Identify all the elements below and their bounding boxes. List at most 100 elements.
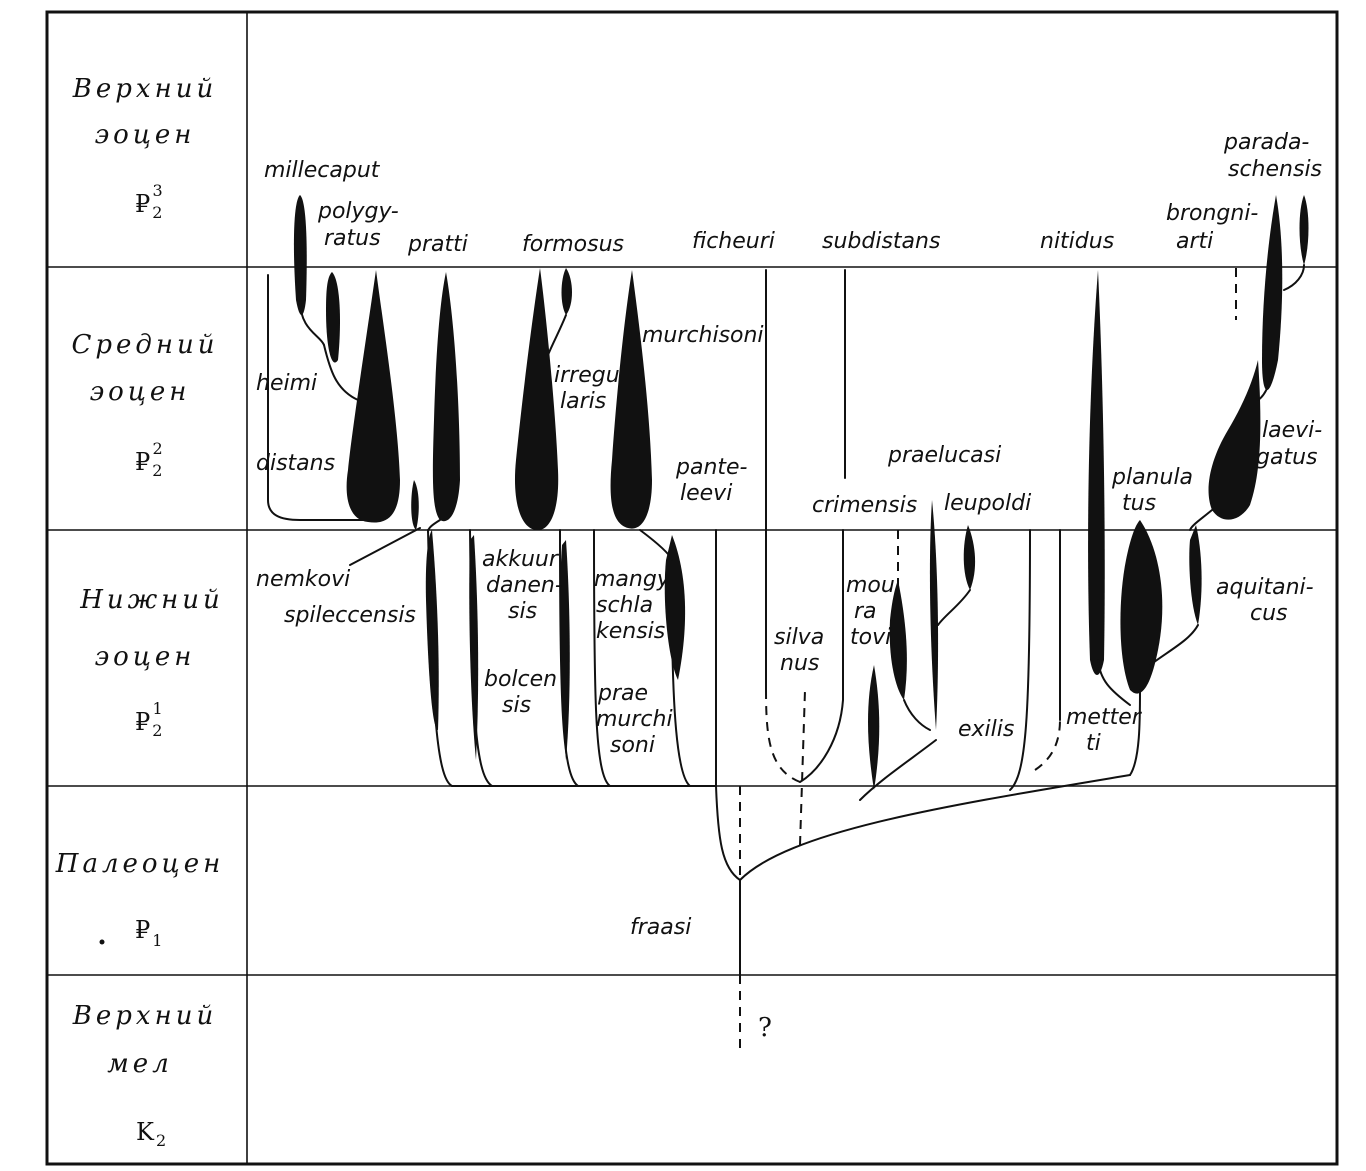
- label-praemurchisoni-2: murchi: [596, 707, 673, 732]
- label-polygyratus-1: polygy-: [317, 199, 399, 224]
- label-ficheuri: ficheuri: [692, 229, 775, 254]
- label-leupoldi: leupoldi: [944, 491, 1031, 516]
- label-millecaput: millecaput: [264, 158, 381, 183]
- mouratovi-lower-blob: [868, 665, 880, 790]
- middle-lineages: [765, 269, 1061, 801]
- period-symbol: ₽1: [135, 916, 162, 950]
- label-distans: distans: [256, 451, 335, 476]
- period-symbol: ₽23: [135, 181, 163, 222]
- irregularis-blob: [561, 268, 572, 315]
- pratti-stem: [427, 519, 441, 533]
- paradaschensis-blob: [1299, 195, 1309, 265]
- question-mark: ?: [758, 1013, 772, 1043]
- laevigatus-blob: [1208, 360, 1261, 520]
- period-symbol: ₽22: [135, 439, 163, 480]
- planulatus-blob: [1120, 520, 1163, 694]
- label-akkuurdanensis-1: akkuur: [482, 547, 560, 572]
- label-metterti-1: metter: [1066, 705, 1143, 730]
- label-irregularis-2: laris: [560, 389, 606, 414]
- label-formosus: formosus: [522, 232, 624, 257]
- period-name: Верхний: [72, 74, 217, 104]
- middle-base-branch: [859, 739, 937, 801]
- period-name-2: эоцен: [95, 642, 196, 672]
- polygyratus-stem: [323, 344, 359, 401]
- label-praemurchisoni-1: prae: [597, 681, 648, 706]
- period-lower-eocene: Нижний эоцен ₽21: [79, 585, 220, 740]
- label-panteleevi-2: leevi: [680, 481, 732, 506]
- label-silvanus-1: silva: [774, 625, 824, 650]
- label-mangyschlakensis-3: kensis: [596, 619, 665, 644]
- label-paradaschensis-1: parada-: [1223, 130, 1309, 155]
- label-laevigatus-1: laevi-: [1262, 418, 1322, 443]
- polygyratus-blob: [326, 272, 340, 363]
- metterti-stem: [1129, 689, 1141, 776]
- label-panteleevi-1: pante-: [675, 455, 748, 480]
- label-paradaschensis-2: schensis: [1228, 157, 1322, 182]
- murchisoni-blob: [610, 270, 652, 529]
- period-name: Средний: [71, 330, 218, 360]
- right-lineages: [1088, 195, 1309, 776]
- left-radiation: [425, 529, 717, 787]
- bolcensis-blob: [559, 540, 570, 760]
- label-mouratovi-2: ra: [854, 599, 877, 624]
- mouratovi-blob: [889, 580, 907, 700]
- label-bolcensis-2: sis: [502, 693, 531, 718]
- label-murchisoni: murchisoni: [642, 323, 764, 348]
- exilis-stem: [1009, 529, 1031, 791]
- nitidus-stem: [1097, 659, 1131, 706]
- formosus-blob: [514, 268, 559, 531]
- label-silvanus-2: nus: [780, 651, 819, 676]
- brongniarti-lower-stem: [1257, 359, 1275, 401]
- label-mouratovi-3: tovi: [850, 625, 891, 650]
- pratti-blob: [432, 272, 460, 522]
- label-nitidus: nitidus: [1040, 229, 1114, 254]
- label-aquitanicus-2: cus: [1250, 601, 1288, 626]
- table-grid: [45, 10, 1339, 1166]
- murchisoni-descent-link: [639, 529, 673, 561]
- label-mangyschlakensis-2: schla: [596, 593, 653, 618]
- label-laevigatus-2: gatus: [1256, 445, 1317, 470]
- label-metterti-2: ti: [1086, 731, 1101, 756]
- period-symbol: ₽21: [135, 699, 163, 740]
- nitidus-blob: [1088, 270, 1105, 675]
- period-paleocene: Палеоцен ₽1: [55, 849, 224, 950]
- praelucasi-blob: [963, 525, 976, 590]
- label-pratti: pratti: [407, 232, 468, 257]
- millecaput-stem: [299, 299, 325, 346]
- label-irregularis-1: irregu: [554, 363, 620, 388]
- silvanus-dashed-link: [799, 689, 806, 846]
- laevigatus-stem: [1189, 509, 1213, 531]
- label-aquitanicus-1: aquitani-: [1216, 575, 1314, 600]
- period-middle-eocene: Средний эоцен ₽22: [71, 330, 218, 480]
- label-planulatus-1: planula: [1111, 465, 1193, 490]
- ficheuri-dashed-lower: [765, 689, 801, 783]
- stray-dot: [99, 939, 105, 945]
- period-name-2: эоцен: [90, 377, 191, 407]
- period-name-2: мел: [107, 1049, 173, 1079]
- label-spileccensis: spileccensis: [284, 603, 416, 628]
- brongniarti-blob: [1262, 195, 1283, 390]
- praemurchisoni-stem: [593, 529, 611, 787]
- aquitanicus-stem: [1149, 624, 1199, 666]
- label-brongniarti-2: arti: [1176, 229, 1213, 254]
- left-middle-eocene-lineages: [267, 195, 652, 566]
- label-subdistans: subdistans: [822, 229, 940, 254]
- period-upper-eocene: Верхний эоцен ₽23: [72, 74, 217, 222]
- distans-stem: [267, 274, 381, 521]
- nemkovi-blob: [411, 480, 419, 530]
- label-nemkovi: nemkovi: [256, 567, 350, 592]
- paradaschensis-stem: [1283, 264, 1305, 291]
- exilis-dashed: [1034, 719, 1061, 771]
- left-root-branch: [715, 785, 741, 881]
- label-crimensis: crimensis: [812, 493, 917, 518]
- praelucasi-stem: [937, 589, 971, 626]
- species-labels: millecaput polygy- ratus pratti formosus…: [256, 130, 1322, 1043]
- millecaput-blob: [293, 195, 307, 316]
- period-name: Палеоцен: [55, 849, 224, 879]
- label-praelucasi: praelucasi: [887, 443, 1001, 468]
- spileccensis-blob: [425, 530, 439, 730]
- mouratovi-stem: [903, 699, 931, 731]
- nemkovi-pointer: [349, 527, 421, 566]
